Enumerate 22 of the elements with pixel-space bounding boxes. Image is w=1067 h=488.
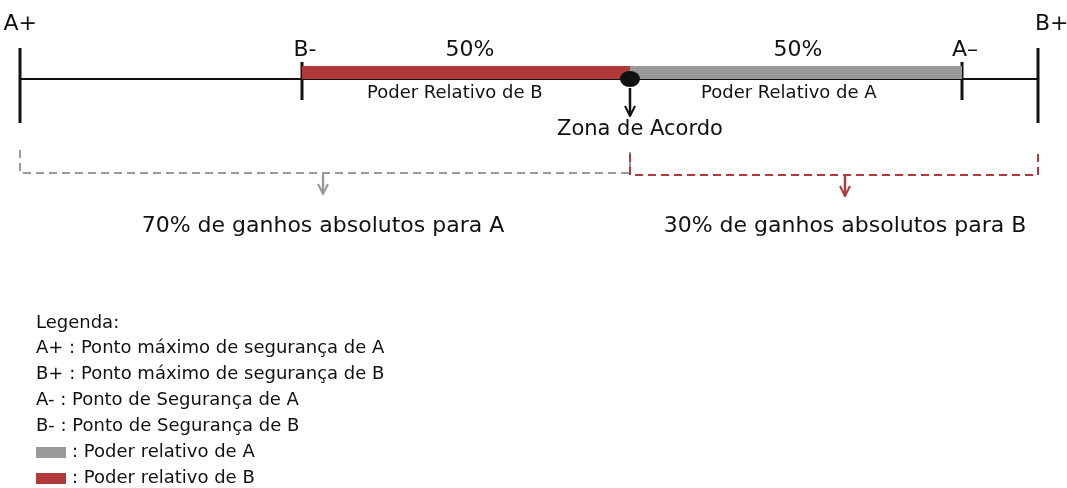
bar-label: Poder Relativo de A [701, 82, 877, 103]
text-label: Zona de Acordo [557, 116, 723, 141]
tick-label: A– [952, 36, 979, 62]
tick-label: B+ [1035, 10, 1067, 36]
arrow [317, 174, 329, 195]
tick-label: A+ [3, 10, 37, 36]
tick-label: B- [293, 36, 317, 62]
legend-title: Legenda: [36, 312, 120, 333]
legend-text: B+ : Ponto máximo de segurança de B [36, 363, 385, 384]
text-label: 70% de ganhos absolutos para A [133, 212, 513, 238]
agreement-point [620, 71, 640, 87]
legend-text: A- : Ponto de Segurança de A [36, 389, 299, 410]
bar-label: Poder Relativo de B [367, 82, 543, 103]
legend-text: B- : Ponto de Segurança de B [36, 415, 300, 436]
legend-text: : Poder relativo de B [72, 467, 255, 488]
percent-label: 50% [445, 36, 495, 62]
percent-label: 50% [773, 36, 823, 62]
legend-text: A+ : Ponto máximo de segurança de A [36, 337, 385, 358]
arrow [839, 176, 851, 197]
text-label: 30% de ganhos absolutos para B [655, 212, 1035, 238]
arrow [624, 88, 636, 117]
legend-text: : Poder relativo de A [72, 441, 255, 462]
